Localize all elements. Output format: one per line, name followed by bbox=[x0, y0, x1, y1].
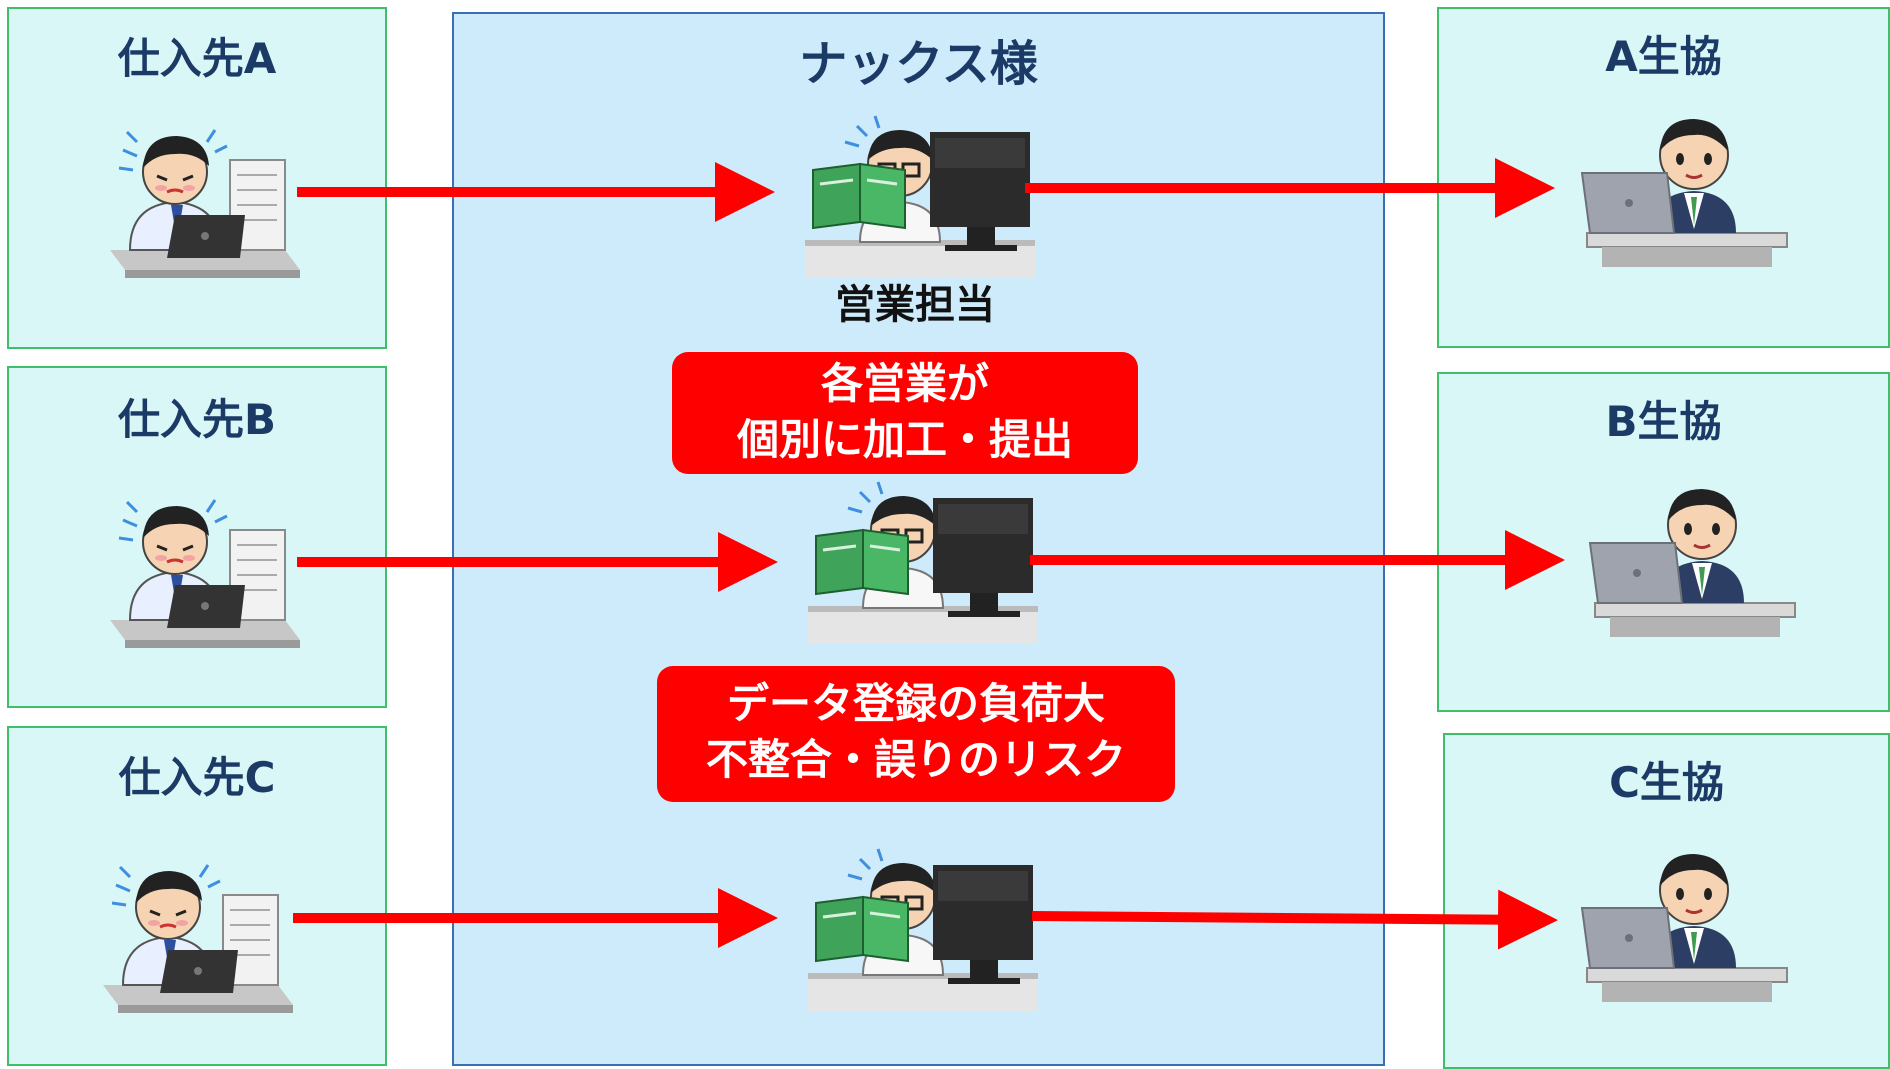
supplier-b-title: 仕入先B bbox=[117, 395, 276, 444]
coop-c-title: C生協 bbox=[1609, 758, 1724, 807]
coop-a-title: A生協 bbox=[1605, 32, 1722, 81]
supplier-a-title: 仕入先A bbox=[117, 34, 277, 83]
note2-line2: 不整合・誤りのリスク bbox=[705, 735, 1126, 784]
nax-title: ナックス様 bbox=[799, 36, 1038, 92]
note2-line1: データ登録の負荷大 bbox=[726, 679, 1105, 728]
note-risk: データ登録の負荷大 不整合・誤りのリスク bbox=[657, 666, 1175, 802]
coop-b-title: B生協 bbox=[1605, 397, 1722, 446]
note1-line2: 個別に加工・提出 bbox=[736, 415, 1073, 464]
note1-line1: 各営業が bbox=[820, 359, 989, 408]
sales-staff-label: 営業担当 bbox=[835, 282, 995, 328]
supplier-a-box: 仕入先A bbox=[7, 7, 387, 349]
arrow-sales-to-coop-c bbox=[1031, 889, 1558, 950]
supplier-c-title: 仕入先C bbox=[118, 753, 276, 802]
note-individual-processing: 各営業が 個別に加工・提出 bbox=[672, 352, 1138, 474]
